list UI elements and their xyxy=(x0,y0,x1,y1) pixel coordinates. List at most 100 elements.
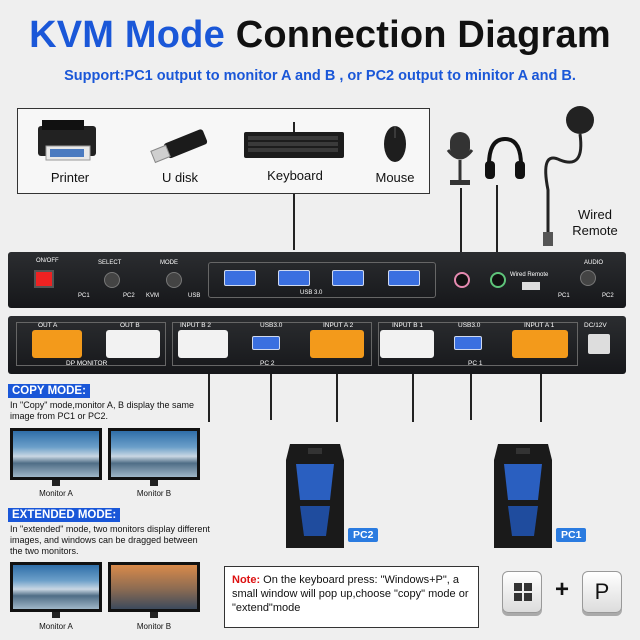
usb-port-1 xyxy=(224,270,256,286)
microphone-icon xyxy=(440,130,480,190)
wired-remote-icon xyxy=(540,100,596,250)
usb-port-4 xyxy=(388,270,420,286)
pc2-label: PC2 xyxy=(348,528,379,542)
led-pc2-label: PC2 xyxy=(123,293,135,299)
mouse-icon xyxy=(380,118,410,166)
copy-monitor-b xyxy=(108,428,200,480)
dp-port-input-b1 xyxy=(380,330,434,358)
led-pc1-label: PC1 xyxy=(78,293,90,299)
plus-sign: + xyxy=(554,576,569,603)
power-switch[interactable] xyxy=(34,270,54,288)
title-kvm-mode: KVM Mode xyxy=(29,14,225,56)
audio-pc1-label: PC1 xyxy=(558,293,570,299)
led-usb-label: USB xyxy=(188,293,201,299)
led-kvm-label: KVM xyxy=(146,293,160,299)
title-connection-diagram: Connection Diagram xyxy=(235,14,611,56)
pc1-group-label: PC 1 xyxy=(468,360,483,367)
note-label: Note: xyxy=(232,574,261,586)
headphone-cable xyxy=(496,185,498,252)
usb-port-pc1 xyxy=(454,336,482,350)
dp-monitor-label: DP MONITOR xyxy=(66,360,108,367)
usb30-a-label: USB3.0 xyxy=(260,322,283,329)
copy-monitor-a-stand xyxy=(52,480,60,486)
usb30-label: USB 3.0 xyxy=(300,290,323,296)
pc2-cable-2 xyxy=(270,374,272,420)
extended-monitor-a-stand xyxy=(52,612,60,618)
input-a1-label: INPUT A 1 xyxy=(524,322,555,329)
pc1-cable-3 xyxy=(540,374,542,422)
extended-monitor-a-label: Monitor A xyxy=(39,622,73,631)
dp-port-input-a1 xyxy=(512,330,568,358)
select-button[interactable] xyxy=(104,272,120,288)
usb-port-group xyxy=(208,262,436,298)
onoff-label: ON/OFF xyxy=(36,258,59,264)
dp-monitor-group xyxy=(16,322,166,366)
pc1-label: PC1 xyxy=(556,528,587,542)
usb30-b-label: USB3.0 xyxy=(458,322,481,329)
copy-monitor-b-label: Monitor B xyxy=(136,489,172,498)
kvm-back-panel: OUT A OUT B DP MONITOR INPUT B 2 USB3.0 … xyxy=(8,316,626,374)
out-b-label: OUT B xyxy=(120,322,140,329)
headphone-jack xyxy=(490,272,506,288)
pc2-cable-1 xyxy=(208,374,210,422)
select-label: SELECT xyxy=(98,260,122,266)
extended-mode-text: In "extended" mode, two monitors display… xyxy=(10,524,210,556)
keyboard-label: Keyboard xyxy=(267,168,323,183)
usb-drive-icon xyxy=(145,126,215,166)
printer-label: Printer xyxy=(50,170,90,185)
remote-port xyxy=(522,282,540,290)
dc-label: DC/12V xyxy=(584,322,607,329)
extended-monitor-a xyxy=(10,562,102,612)
wired-remote-port-label: Wired Remote xyxy=(510,272,549,278)
usb-port-2 xyxy=(278,270,310,286)
usb-port-3 xyxy=(332,270,364,286)
windows-logo-icon xyxy=(514,583,532,601)
mode-button[interactable] xyxy=(166,272,182,288)
audio-button[interactable] xyxy=(580,270,596,286)
extended-monitor-b-stand xyxy=(150,612,158,618)
page-subtitle: Support:PC1 output to monitor A and B , … xyxy=(64,68,576,84)
wired-remote-label: Wired Remote xyxy=(572,207,618,238)
pc2-cable-3 xyxy=(336,374,338,422)
pc1-computer-icon xyxy=(490,440,556,552)
dp-port-out-b xyxy=(106,330,160,358)
copy-mode-title: COPY MODE: xyxy=(8,384,90,398)
extended-monitor-b-label: Monitor B xyxy=(136,622,172,631)
extended-monitor-b xyxy=(108,562,200,612)
input-a2-label: INPUT A 2 xyxy=(323,322,354,329)
audio-label: AUDIO xyxy=(584,260,604,266)
out-a-label: OUT A xyxy=(38,322,58,329)
pc1-input-group xyxy=(378,322,578,366)
keyboard-icon xyxy=(240,122,348,162)
pc2-group-label: PC 2 xyxy=(260,360,275,367)
copy-monitor-a-label: Monitor A xyxy=(39,489,73,498)
headphones-icon xyxy=(483,135,527,185)
input-b1-label: INPUT B 1 xyxy=(392,322,423,329)
pc1-cable-2 xyxy=(470,374,472,420)
mouse-label: Mouse xyxy=(375,170,415,185)
note-text: On the keyboard press: "Windows+P", a sm… xyxy=(232,574,469,614)
pc2-input-group xyxy=(172,322,372,366)
usb-hub-cable xyxy=(293,194,295,250)
note-box: Note: On the keyboard press: "Windows+P"… xyxy=(224,566,479,628)
page-title: KVM Mode Connection Diagram xyxy=(0,14,640,57)
mode-label: MODE xyxy=(160,260,178,266)
input-b2-label: INPUT B 2 xyxy=(180,322,211,329)
mic-cable xyxy=(460,188,462,252)
dp-port-input-a2 xyxy=(310,330,364,358)
copy-monitor-a xyxy=(10,428,102,480)
pc1-cable-1 xyxy=(412,374,414,422)
kvm-front-panel: ON/OFF SELECT PC1 PC2 MODE KVM USB USB 3… xyxy=(8,252,626,308)
windows-key xyxy=(502,571,542,613)
dp-port-out-a xyxy=(32,330,82,358)
extended-mode-title: EXTENDED MODE: xyxy=(8,508,121,522)
p-key: P xyxy=(582,571,622,613)
usb-port-pc2 xyxy=(252,336,280,350)
copy-monitor-b-stand xyxy=(150,480,158,486)
copy-mode-text: In "Copy" mode,monitor A, B display the … xyxy=(10,400,194,421)
dp-port-input-b2 xyxy=(178,330,228,358)
printer-icon xyxy=(28,118,108,166)
udisk-label: U disk xyxy=(161,170,199,185)
mic-jack xyxy=(454,272,470,288)
dc-power-port xyxy=(588,334,610,354)
